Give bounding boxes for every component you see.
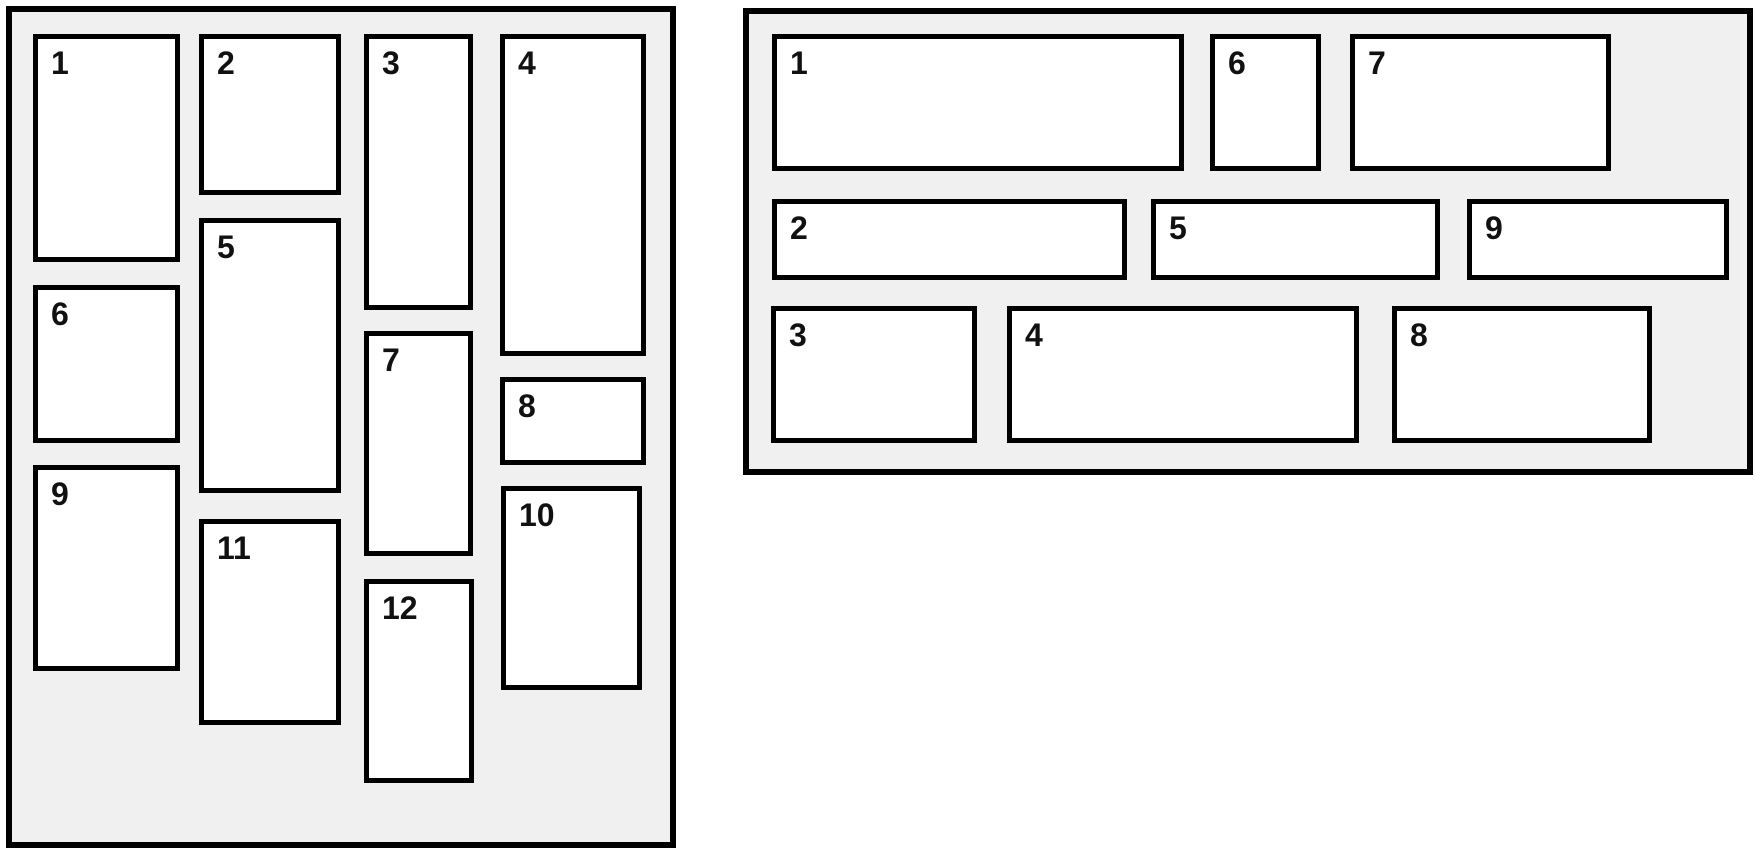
right-masonry-item-2: 2 (772, 199, 1127, 280)
right-masonry-item-4: 4 (1007, 306, 1359, 443)
item-label: 9 (1485, 210, 1503, 246)
left-masonry-item-4: 4 (500, 34, 646, 356)
right-masonry-item-6: 6 (1210, 34, 1321, 171)
item-label: 9 (51, 476, 69, 512)
item-label: 8 (1410, 317, 1428, 353)
horizontal-masonry-panel: 1 6 7 2 5 9 3 4 8 (743, 8, 1753, 475)
item-label: 3 (789, 317, 807, 353)
item-label: 5 (217, 229, 235, 265)
right-masonry-item-1: 1 (772, 34, 1184, 171)
vertical-masonry-panel: 1 2 3 4 5 6 7 8 9 10 11 (6, 6, 676, 848)
item-label: 12 (382, 590, 418, 626)
item-label: 8 (518, 388, 536, 424)
right-masonry-item-5: 5 (1151, 199, 1440, 280)
item-label: 3 (382, 45, 400, 81)
item-label: 5 (1169, 210, 1187, 246)
left-masonry-item-9: 9 (33, 465, 180, 671)
item-label: 1 (51, 45, 69, 81)
left-masonry-item-11: 11 (199, 519, 341, 725)
left-masonry-item-7: 7 (364, 331, 473, 556)
left-masonry-item-6: 6 (33, 285, 180, 443)
left-masonry-item-8: 8 (500, 377, 646, 465)
item-label: 11 (217, 530, 251, 566)
left-masonry-item-12: 12 (364, 579, 474, 783)
left-masonry-item-1: 1 (33, 34, 180, 262)
item-label: 4 (518, 45, 536, 81)
item-label: 10 (519, 497, 555, 533)
item-label: 1 (790, 45, 808, 81)
left-masonry-item-3: 3 (364, 34, 473, 310)
left-masonry-item-10: 10 (501, 486, 642, 690)
right-masonry-item-8: 8 (1392, 306, 1652, 443)
left-masonry-item-5: 5 (199, 218, 341, 493)
item-label: 6 (1228, 45, 1246, 81)
left-masonry-item-2: 2 (199, 34, 341, 195)
item-label: 2 (790, 210, 808, 246)
item-label: 2 (217, 45, 235, 81)
item-label: 6 (51, 296, 69, 332)
right-masonry-item-9: 9 (1467, 199, 1729, 280)
item-label: 4 (1025, 317, 1043, 353)
right-masonry-item-7: 7 (1350, 34, 1611, 171)
item-label: 7 (1368, 45, 1386, 81)
right-masonry-item-3: 3 (771, 306, 977, 443)
item-label: 7 (382, 342, 400, 378)
